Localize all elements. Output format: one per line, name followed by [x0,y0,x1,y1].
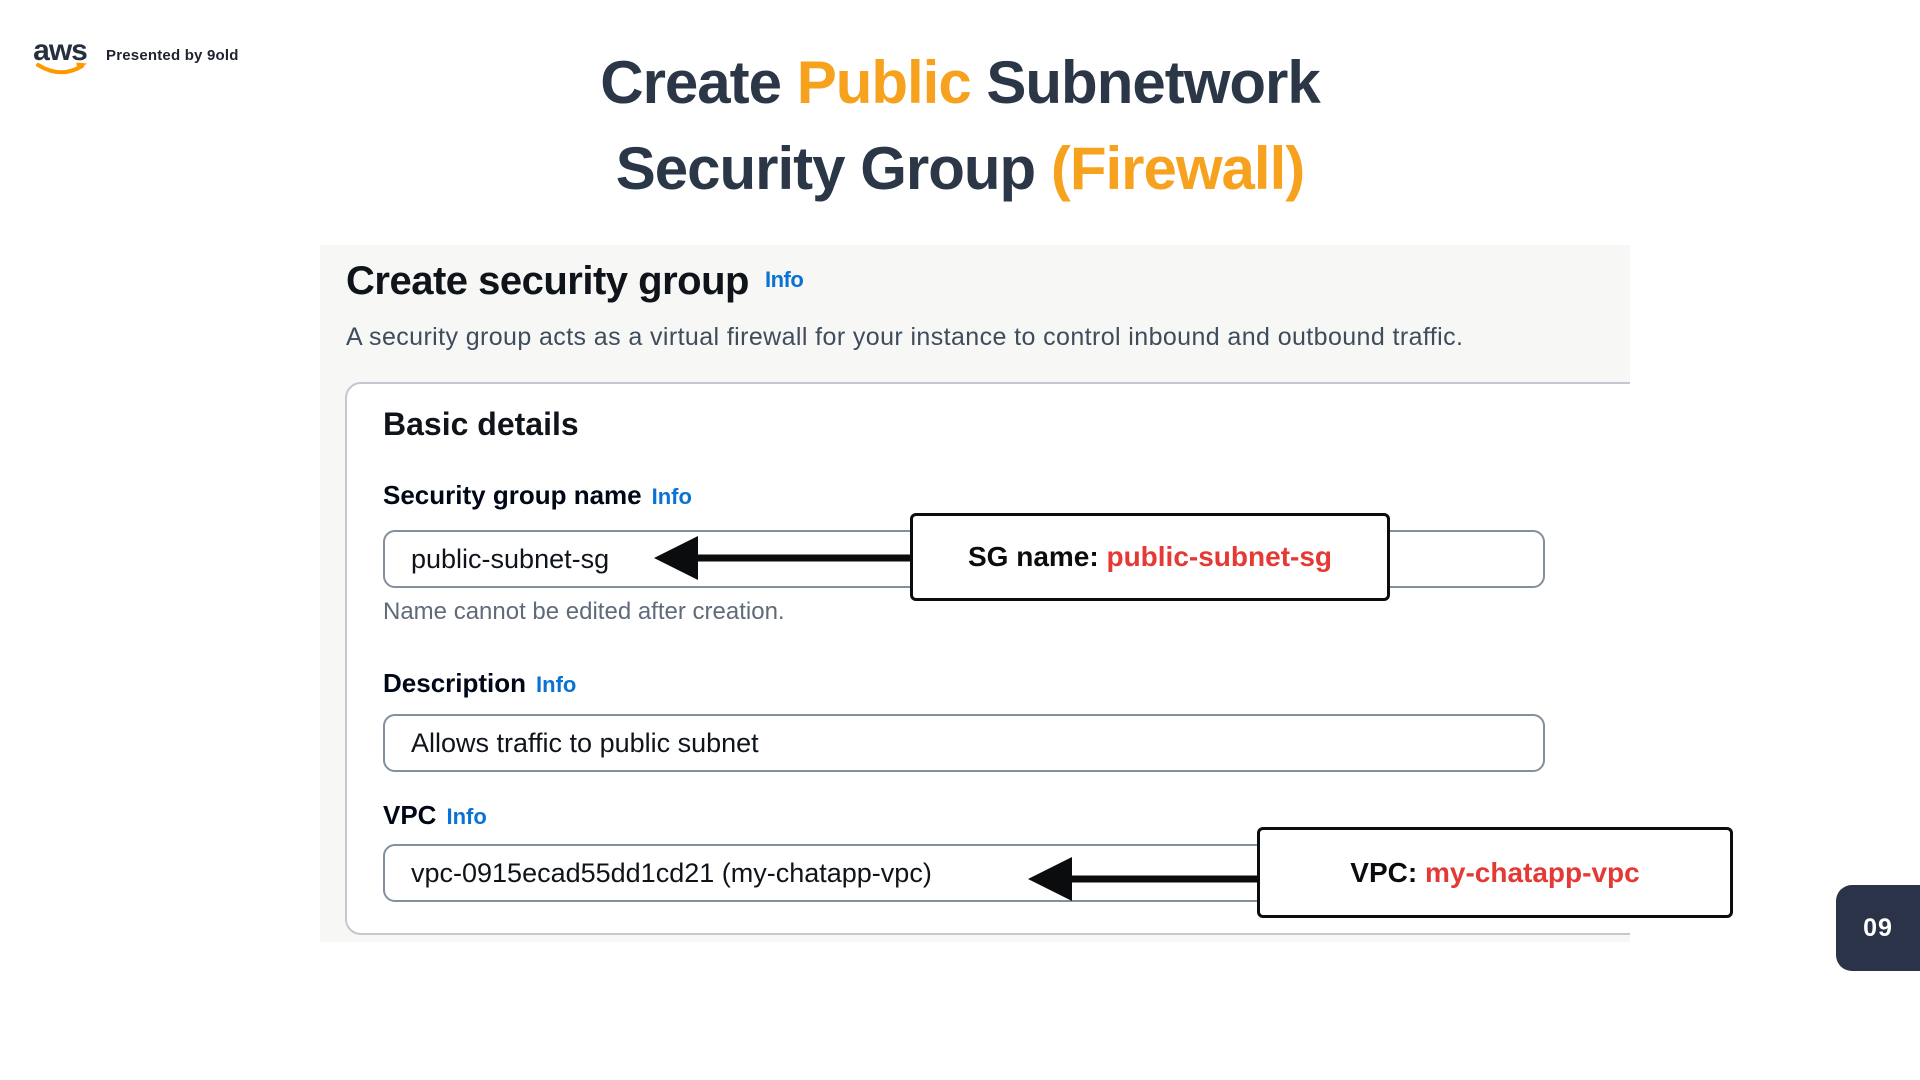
heading-info-link[interactable]: Info [764,267,804,292]
security-group-name-helper-text: Name cannot be edited after creation. [383,598,785,625]
basic-details-heading: Basic details [383,406,579,442]
page-title-line-1: Create Public Subnetwork [600,49,1321,116]
page-title: Create Public Subnetwork Security Group … [0,40,1920,212]
console-subtitle: A security group acts as a virtual firew… [346,323,1464,351]
annotation-box-sg-name: SG name: public-subnet-sg [910,513,1390,601]
page-number-badge: 09 [1836,885,1920,971]
page-title-line-2: Security Group (Firewall) [615,135,1305,202]
vpc-info-link[interactable]: Info [446,804,487,829]
left-arrow-icon [654,536,912,580]
aws-logo-icon: aws [33,34,88,75]
header-brand: aws Presented by 9old [30,32,239,78]
presented-by-text: Presented by 9old [106,46,239,64]
description-input[interactable]: Allows traffic to public subnet [383,714,1545,772]
aws-logo-text: aws [33,34,87,67]
left-arrow-icon [1028,857,1260,901]
annotation-box-vpc: VPC: my-chatapp-vpc [1257,827,1733,918]
security-group-name-info-link[interactable]: Info [651,484,692,509]
description-info-link[interactable]: Info [536,672,577,697]
